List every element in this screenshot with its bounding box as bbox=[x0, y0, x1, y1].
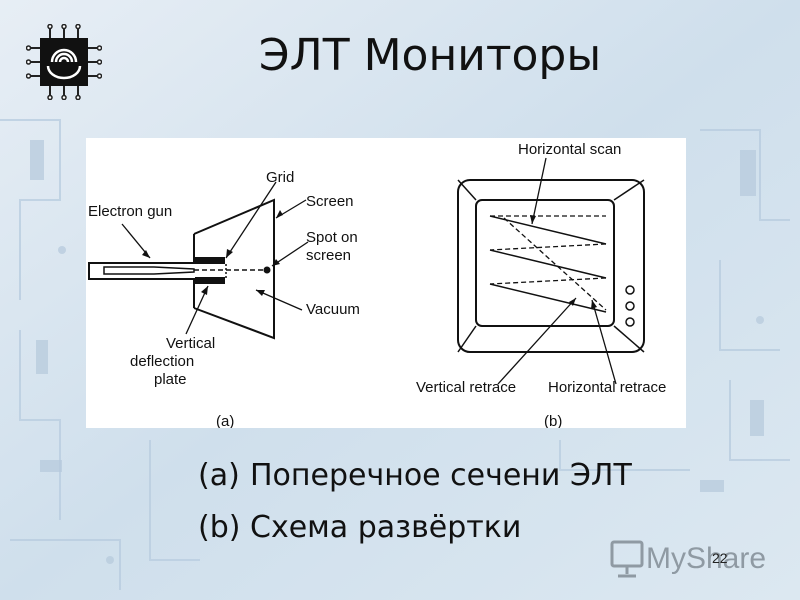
horizontal-scan-lines bbox=[489, 215, 607, 313]
watermark-logo: MyShared bbox=[610, 540, 766, 578]
label-vdp-line3: plate bbox=[154, 371, 187, 388]
control-knobs bbox=[625, 285, 635, 327]
monitor-outer bbox=[457, 179, 645, 353]
watermark-text: MyShared bbox=[646, 542, 766, 575]
label-spot-line2: screen bbox=[306, 247, 351, 264]
crt-cross-section bbox=[88, 181, 309, 340]
chip-logo-icon bbox=[26, 24, 102, 100]
figure-panel bbox=[86, 138, 686, 428]
crt-neck-outline bbox=[88, 234, 195, 308]
panel-label-a: (a) bbox=[216, 413, 234, 428]
leader-horizontal-retrace bbox=[591, 299, 617, 385]
page-number: 22 bbox=[712, 550, 728, 566]
monitor-icon bbox=[610, 540, 644, 578]
panel-label-b: (b) bbox=[544, 413, 562, 428]
caption-b: (b) Схема развёртки bbox=[198, 510, 521, 545]
leader-deflection-plate bbox=[185, 285, 209, 335]
vertical-retrace-line bbox=[503, 217, 607, 311]
label-horizontal-scan: Horizontal scan bbox=[518, 141, 621, 158]
label-vertical-retrace: Vertical retrace bbox=[416, 379, 516, 396]
caption-b-text: Схема развёртки bbox=[250, 510, 522, 545]
deflection-plate-bottom bbox=[195, 277, 225, 284]
deflection-plate-top bbox=[195, 257, 225, 264]
label-vacuum: Vacuum bbox=[306, 301, 360, 318]
raster-scan-diagram bbox=[457, 157, 645, 385]
horizontal-retrace-lines bbox=[489, 215, 607, 285]
crt-diagram: Electron gun Grid Screen Spot on screen … bbox=[88, 141, 666, 428]
label-horizontal-retrace: Horizontal retrace bbox=[548, 379, 666, 396]
label-vdp-line2: deflection bbox=[130, 353, 194, 370]
label-vdp-line1: Vertical bbox=[166, 335, 215, 352]
caption-a: (a) Поперечное сечени ЭЛТ bbox=[198, 458, 632, 493]
screen-spot bbox=[263, 266, 271, 274]
caption-b-letter: (b) bbox=[198, 510, 241, 545]
leader-grid bbox=[225, 181, 277, 259]
leader-vacuum bbox=[255, 289, 303, 311]
leader-vertical-retrace bbox=[497, 297, 577, 385]
leader-horizontal-scan bbox=[531, 157, 547, 225]
slide-title: ЭЛТ Мониторы bbox=[258, 30, 602, 81]
label-electron-gun: Electron gun bbox=[88, 203, 172, 220]
caption-a-text: Поперечное сечени ЭЛТ bbox=[250, 458, 632, 493]
label-screen: Screen bbox=[306, 193, 354, 210]
caption-a-letter: (a) bbox=[198, 458, 240, 493]
label-spot-line1: Spot on bbox=[306, 229, 358, 246]
monitor-screen bbox=[475, 199, 615, 327]
label-grid: Grid bbox=[266, 169, 294, 186]
electron-gun-shape bbox=[103, 266, 195, 275]
crt-funnel-outline bbox=[193, 198, 275, 340]
